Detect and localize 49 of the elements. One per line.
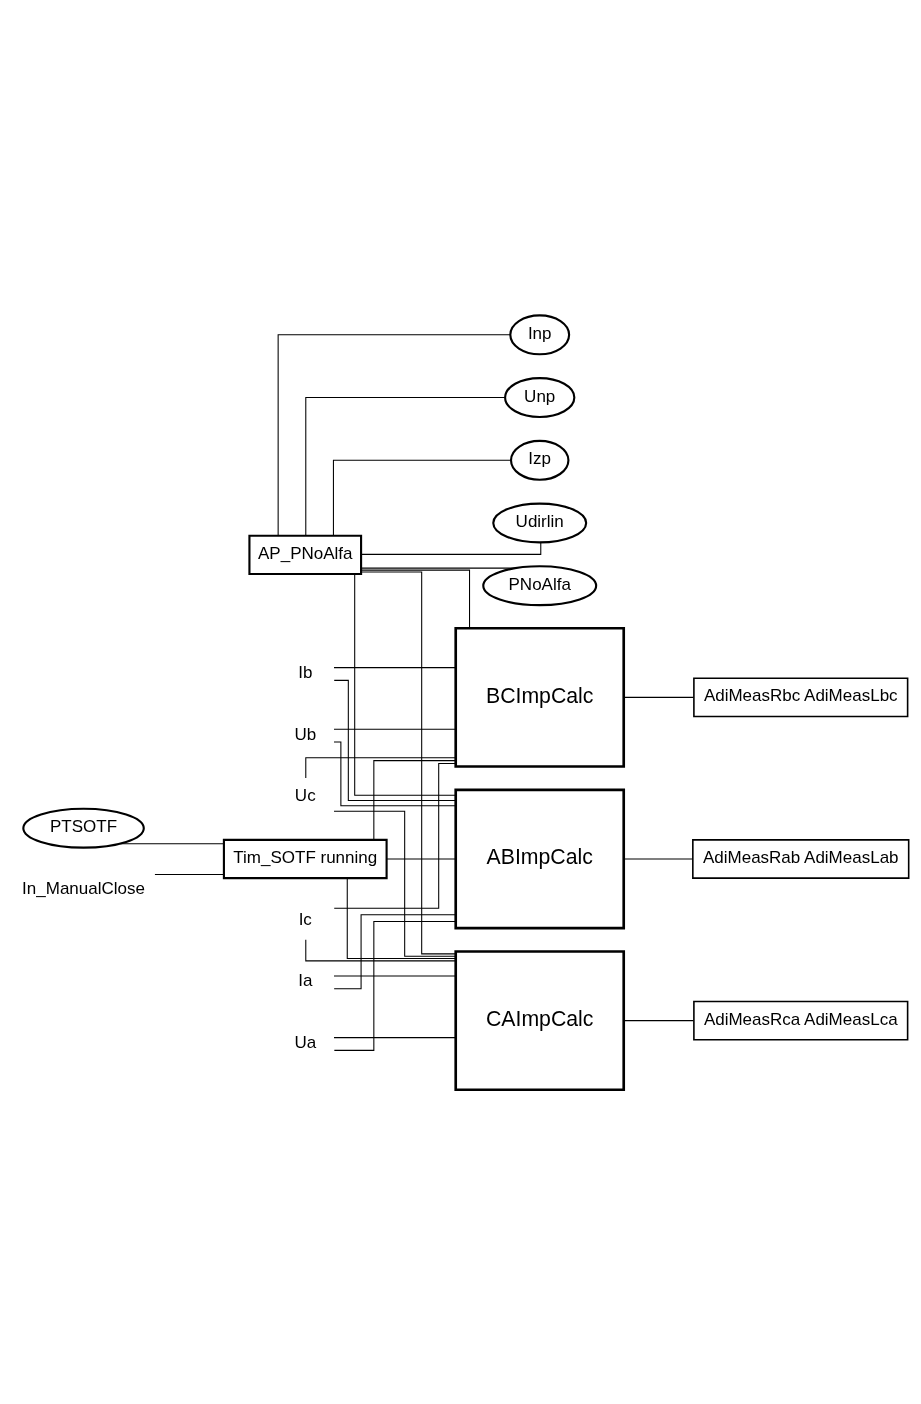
node-ellipse: PTSOTF (22, 807, 145, 849)
node-text: Ua (294, 1032, 317, 1052)
connector (332, 459, 512, 536)
node-box: CAImpCalc (454, 949, 626, 1091)
node-ellipse: Udirlin (492, 502, 588, 543)
connector (305, 396, 506, 536)
connector (305, 938, 457, 961)
connector (119, 842, 224, 844)
node-box: ABImpCalc (454, 788, 626, 929)
node-ellipse: Izp (509, 439, 570, 481)
connector (360, 571, 457, 954)
node-box: AdiMeasRbc AdiMeasLbc (693, 676, 909, 717)
node-box: AdiMeasRab AdiMeasLab (692, 838, 910, 879)
connector (333, 913, 457, 989)
node-box: AP_PNoAlfa (248, 534, 363, 575)
connector (333, 728, 457, 730)
connector (386, 858, 456, 860)
node-text: Ic (298, 909, 312, 929)
connector (623, 696, 694, 698)
node-ellipse: Inp (509, 313, 571, 355)
connector (354, 573, 457, 796)
connector (305, 756, 457, 778)
node-ellipse: Unp (504, 376, 576, 418)
node-box: Tim_SOTF running (222, 838, 388, 879)
node-text: Ub (294, 724, 317, 744)
node-text: Ia (298, 970, 313, 990)
connector (333, 741, 457, 806)
connector (154, 873, 225, 875)
connector (333, 679, 456, 801)
connector (333, 666, 457, 668)
node-text: In_ManualClose (22, 878, 145, 898)
node-box: AdiMeasRca AdiMeasLca (693, 1000, 909, 1041)
node-ellipse: PNoAlfa (482, 564, 598, 606)
node-text: Ib (298, 662, 313, 682)
node-text: Uc (294, 785, 316, 805)
connector (333, 762, 456, 909)
connector (360, 569, 471, 629)
node-box: BCImpCalc (454, 626, 626, 768)
connector (333, 1036, 457, 1038)
connector (360, 567, 516, 569)
connector (333, 810, 456, 957)
connector (277, 333, 511, 536)
connector (333, 974, 457, 976)
connector (623, 858, 694, 860)
connector (333, 920, 456, 1051)
connector (623, 1019, 694, 1021)
connector (373, 759, 456, 840)
connector (346, 877, 457, 959)
connector (360, 541, 542, 555)
